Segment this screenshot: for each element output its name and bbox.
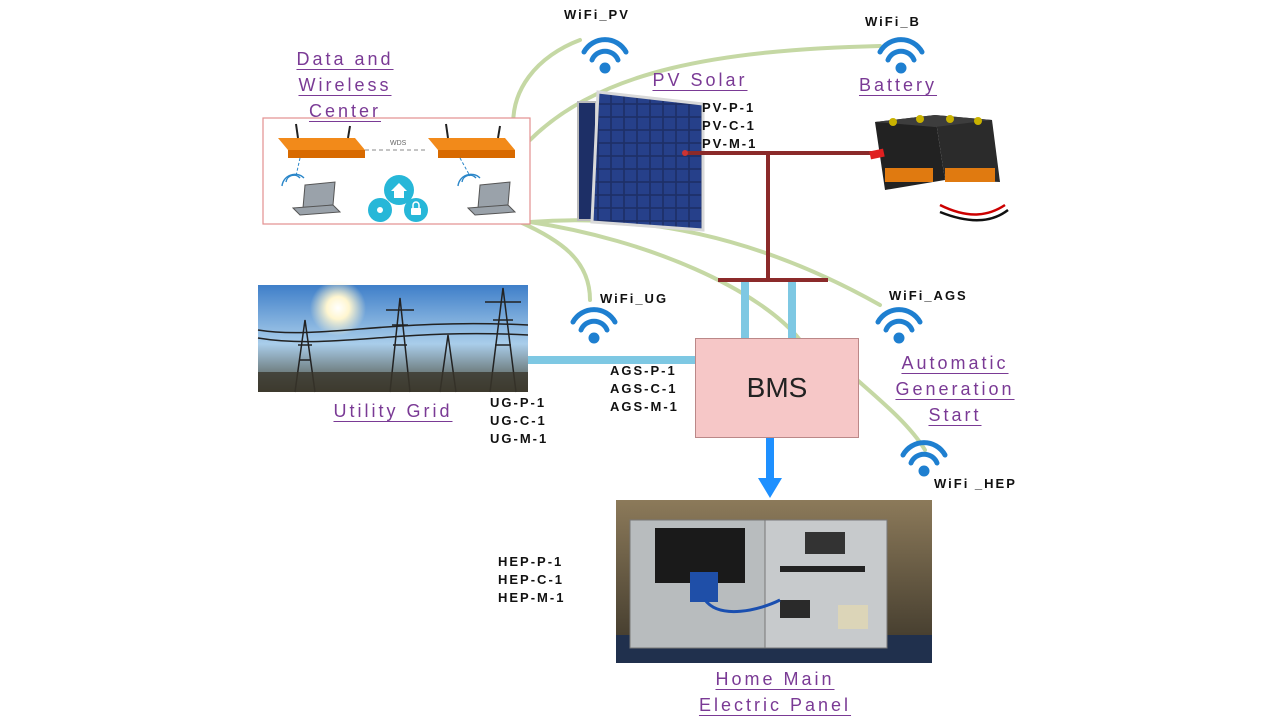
ags-codes: AGS-P-1 AGS-C-1 AGS-M-1 <box>610 362 679 416</box>
hep-code-p: HEP-P-1 <box>498 554 564 569</box>
pv-solar-panels <box>577 90 705 232</box>
battery-label: Battery <box>858 75 938 95</box>
bms-block: BMS <box>695 338 859 438</box>
data-center-label-line2: Wireless <box>298 75 392 95</box>
pv-code-m: PV-M-1 <box>702 136 758 151</box>
utility-grid-photo <box>257 280 529 393</box>
ags-code-p: AGS-P-1 <box>610 363 677 378</box>
wifi-ags-label: WiFi_AGS <box>889 288 968 303</box>
link-dc-bms <box>528 220 802 342</box>
ac-links <box>528 282 796 364</box>
wifi-b-icon <box>877 37 925 74</box>
wds-label: WDS <box>390 140 407 147</box>
wifi-hep-label: WiFi _HEP <box>934 476 1017 491</box>
data-center-label: Data and Wireless Center <box>280 46 410 124</box>
wifi-icons <box>570 37 948 477</box>
wifi-b-label: WiFi_B <box>865 14 921 29</box>
ags-label-line2: Generation <box>895 379 1015 399</box>
home-panel-label: Home Main Electric Panel <box>685 666 865 718</box>
hep-codes: HEP-P-1 HEP-C-1 HEP-M-1 <box>498 553 565 607</box>
pv-bus-node <box>682 150 688 156</box>
ug-code-c: UG-C-1 <box>490 413 547 428</box>
ags-label: Automatic Generation Start <box>880 350 1030 428</box>
ags-code-c: AGS-C-1 <box>610 381 678 396</box>
link-dc-wifi-ug <box>518 220 592 302</box>
ags-label-line3: Start <box>928 405 982 425</box>
ags-label-line1: Automatic <box>901 353 1009 373</box>
hep-code-m: HEP-M-1 <box>498 590 566 605</box>
wifi-pv-label: WiFi_PV <box>564 7 630 22</box>
home-panel-photo <box>616 500 932 663</box>
data-center-illustration <box>262 117 531 225</box>
ug-code-p: UG-P-1 <box>490 395 547 410</box>
utility-grid-label: Utility Grid <box>333 401 453 421</box>
wifi-hep-icon <box>900 440 948 477</box>
ug-codes: UG-P-1 UG-C-1 UG-M-1 <box>490 394 548 448</box>
home-panel-label-line1: Home Main <box>715 669 835 689</box>
wifi-ug-icon <box>570 307 618 344</box>
pv-code-c: PV-C-1 <box>702 118 756 133</box>
ags-code-m: AGS-M-1 <box>610 399 679 414</box>
hep-code-c: HEP-C-1 <box>498 572 565 587</box>
battery-illustration <box>869 115 1009 222</box>
pv-solar-label: PV Solar <box>652 70 748 90</box>
home-panel-label-line2: Electric Panel <box>698 695 852 715</box>
ug-code-m: UG-M-1 <box>490 431 549 446</box>
bms-to-panel-arrow <box>758 436 782 498</box>
pv-code-p: PV-P-1 <box>702 100 756 115</box>
link-dc-wifi-b <box>528 44 882 142</box>
pv-codes: PV-P-1 PV-C-1 PV-M-1 <box>702 99 757 153</box>
dc-bus <box>685 151 872 282</box>
wifi-ug-label: WiFi_UG <box>600 291 669 306</box>
data-center-label-line3: Center <box>308 101 382 121</box>
data-center-label-line1: Data and <box>296 49 394 69</box>
wifi-pv-icon <box>581 37 629 74</box>
wifi-ags-icon <box>875 307 923 344</box>
